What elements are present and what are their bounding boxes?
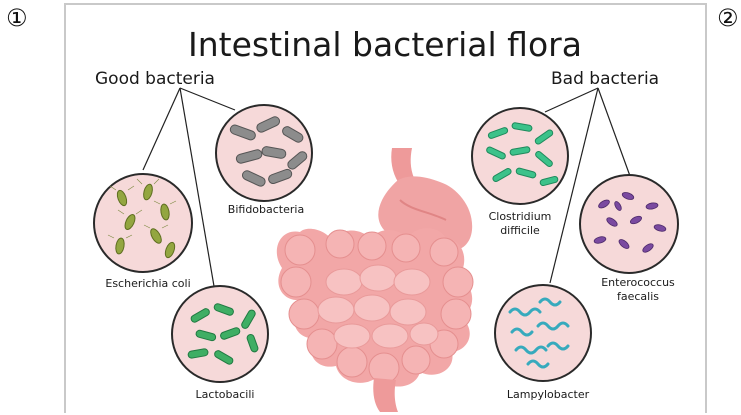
lampylobacter-circle: Lampylobacter [495,285,591,401]
good-bacteria-label: Good bacteria [95,69,215,89]
escherichia-coli-label: Escherichia coli [105,277,190,290]
lactobacili-circle: Lactobacili [172,286,268,401]
clostridium-label-line1: Clostridium [489,210,552,223]
enterococcus-faecalis-circle: Enterococcus faecalis [580,175,678,303]
diagram-title: Intestinal bacterial flora [188,25,582,64]
enterococcus-label-line1: Enterococcus [601,276,675,289]
intestine-illustration [277,148,473,412]
escherichia-coli-circle: Escherichia coli [94,174,192,290]
clostridium-label-line2: difficile [500,224,540,237]
lactobacili-label: Lactobacili [196,388,255,401]
bad-bacteria-label: Bad bacteria [551,69,659,89]
lampylobacter-label: Lampylobacter [507,388,590,401]
enterococcus-label-line2: faecalis [617,290,659,303]
bifidobacteria-circle: Bifidobacteria [216,105,312,216]
bifidobacteria-label: Bifidobacteria [228,203,304,216]
clostridium-difficile-circle: Clostridium difficile [472,108,568,237]
rectum [373,378,398,412]
